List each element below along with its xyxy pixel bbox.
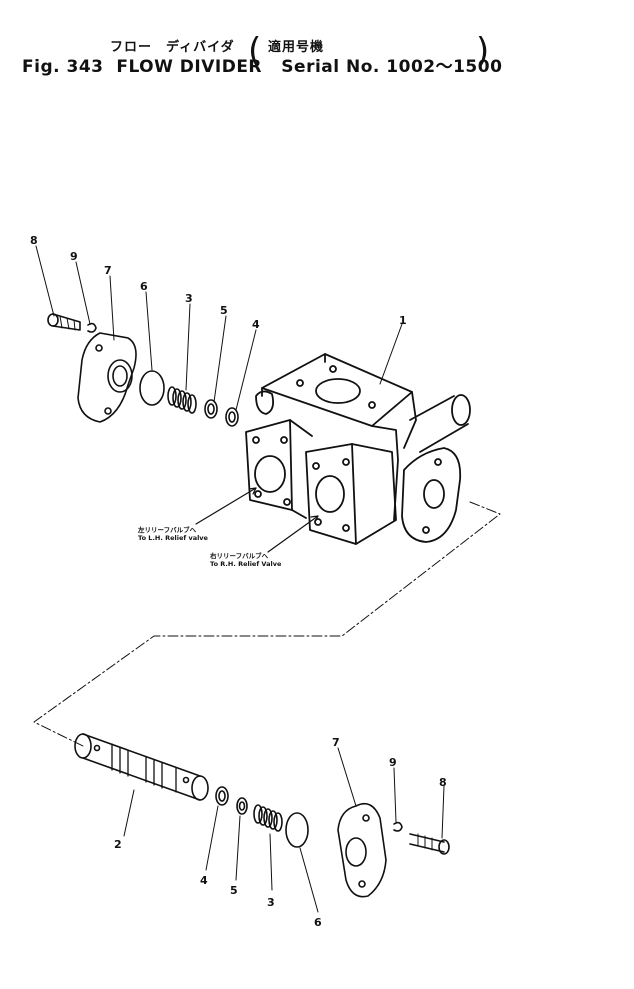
part-number: 7 — [104, 264, 112, 277]
figure-number: Fig. 343 — [22, 57, 104, 77]
callout-arrow-lh — [248, 487, 257, 495]
washer-5-bottom — [236, 797, 248, 815]
part-number: 8 — [439, 776, 447, 789]
callout-lh-relief: 左リリーフバルブへ To L.H. Relief valve — [138, 526, 208, 542]
title-japanese-serial: 適用号機 — [268, 40, 325, 55]
callout-arrow-rh — [310, 515, 319, 523]
callout-lh-relief-en: To L.H. Relief valve — [138, 534, 208, 542]
ring-4-bottom — [215, 786, 229, 806]
washer-5-top — [204, 399, 218, 419]
part-number: 6 — [314, 916, 322, 929]
ring-4-top — [225, 407, 239, 427]
o-ring-bottom — [285, 812, 309, 848]
callout-rh-relief-jp: 右リリーフバルブへ — [210, 552, 269, 560]
figure-name: FLOW DIVIDER — [116, 57, 263, 77]
cover-flange-bottom — [337, 802, 387, 898]
o-ring-top — [139, 370, 165, 406]
callout-rh-relief: 右リリーフバルブへ To R.H. Relief Valve — [210, 552, 281, 568]
part-number: 1 — [399, 314, 407, 327]
part-number: 5 — [230, 884, 238, 897]
part-number: 9 — [70, 250, 78, 263]
part-number: 3 — [267, 896, 275, 909]
part-number: 8 — [30, 234, 38, 247]
part-numbers-top: 8 9 7 6 3 5 4 1 — [30, 234, 407, 331]
part-number: 4 — [252, 318, 260, 331]
part-number: 6 — [140, 280, 148, 293]
cover-flange-top — [77, 332, 137, 423]
part-number: 5 — [220, 304, 228, 317]
paren-open: ( — [248, 31, 262, 71]
figure-title: Fig. 343 FLOW DIVIDER Serial No. 1002～15… — [22, 52, 502, 77]
serial-range: Serial No. 1002～1500 — [281, 57, 503, 77]
callout-leader-lh — [195, 487, 257, 525]
part-number: 4 — [200, 874, 208, 887]
part-numbers-bottom: 2 4 5 3 6 7 9 8 — [114, 736, 447, 929]
assembly-centerline — [33, 501, 501, 747]
lock-washer-bottom — [393, 821, 403, 832]
spool — [74, 733, 209, 801]
spring-bottom — [253, 804, 283, 832]
leaders-top — [35, 245, 403, 411]
valve-body — [245, 353, 471, 545]
bolt-top — [47, 313, 81, 331]
callout-leader-rh — [267, 515, 319, 553]
part-number: 9 — [389, 756, 397, 769]
part-number: 3 — [185, 292, 193, 305]
part-number: 2 — [114, 838, 122, 851]
callout-rh-relief-en: To R.H. Relief Valve — [210, 560, 282, 568]
paren-close: ) — [476, 31, 490, 71]
part-number: 7 — [332, 736, 340, 749]
leaders-bottom — [123, 747, 445, 913]
bolt-bottom — [409, 833, 450, 855]
title-japanese-part: フロー ディバイダ — [110, 40, 235, 55]
callout-lh-relief-jp: 左リリーフバルブへ — [138, 526, 197, 534]
lock-washer-top — [87, 322, 97, 333]
spring-top — [167, 386, 197, 414]
